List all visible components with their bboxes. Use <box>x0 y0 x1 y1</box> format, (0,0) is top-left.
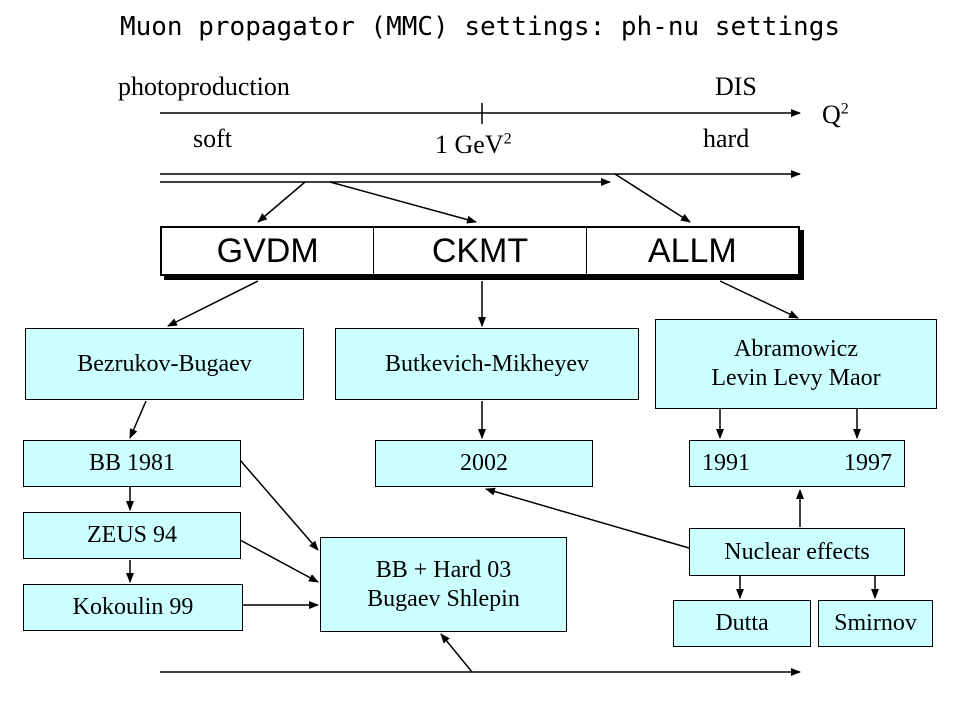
box-kokoulin99-label: Kokoulin 99 <box>72 594 194 621</box>
box-smirnov: Smirnov <box>818 600 933 647</box>
axis-label-threshold-sup: 2 <box>503 130 512 148</box>
box-years-allm: 1991 1997 <box>689 440 905 487</box>
arrow-to-allm <box>614 173 691 223</box>
box-bb1981: BB 1981 <box>23 440 241 487</box>
box-year-1997: 1997 <box>844 450 892 477</box>
box-bb-hard-03-line2: Bugaev Shlepin <box>367 585 520 612</box>
model-allm: ALLM <box>647 231 737 270</box>
box-2002: 2002 <box>375 440 593 487</box>
arrow-to-gvdm <box>257 181 306 223</box>
arrow-gvdm-bezrukov <box>167 280 259 327</box>
box-butkevich-mikheyev-label: Butkevich-Mikheyev <box>385 350 589 377</box>
arrow-allm-abramowicz <box>719 280 799 319</box>
box-bb-hard-03: BB + Hard 03 Bugaev Shlepin <box>320 537 567 632</box>
box-abramowicz-line1: Abramowicz <box>734 336 858 363</box>
box-nuclear-effects-label: Nuclear effects <box>724 538 870 565</box>
axis-label-threshold-text: 1 GeV <box>435 130 504 159</box>
box-bb1981-label: BB 1981 <box>88 450 175 477</box>
axis-variable-q2: Q2 <box>822 100 849 130</box>
box-kokoulin99: Kokoulin 99 <box>23 584 243 631</box>
axis-label-threshold: 1 GeV2 <box>435 130 512 160</box>
page-title: Muon propagator (MMC) settings: ph-nu se… <box>119 12 841 42</box>
model-gvdm: GVDM <box>162 228 375 274</box>
box-bezrukov-bugaev: Bezrukov-Bugaev <box>25 328 304 400</box>
model-ckmt: CKMT <box>374 228 587 274</box>
axis-label-soft: soft <box>193 124 232 153</box>
axis-label-dis: DIS <box>715 72 757 101</box>
arrow-bottom-bbhard <box>440 633 473 673</box>
box-bb-hard-03-line1: BB + Hard 03 <box>375 556 512 583</box>
box-abramowicz-line2: Levin Levy Maor <box>711 365 881 391</box>
box-nuclear-effects: Nuclear effects <box>689 528 905 576</box>
axis-label-hard: hard <box>703 124 750 153</box>
box-year-1991: 1991 <box>702 450 750 477</box>
arrow-to-ckmt <box>329 181 477 224</box>
box-2002-label: 2002 <box>460 450 508 477</box>
arrow-bezrukov-bb1981 <box>129 400 147 439</box>
box-dutta-label: Dutta <box>715 610 769 637</box>
axis-variable-text: Q <box>822 100 841 129</box>
arrow-zeus94-bbhard <box>239 539 319 583</box>
arrow-bb1981-bbhard <box>239 459 319 551</box>
model-table: GVDM CKMT ALLM <box>160 226 800 276</box>
box-dutta: Dutta <box>673 600 811 647</box>
box-abramowicz: Abramowicz Levin Levy Maor <box>655 319 937 409</box>
box-bezrukov-bugaev-label: Bezrukov-Bugaev <box>77 350 252 377</box>
axis-variable-sup: 2 <box>840 100 849 118</box>
arrow-nuclear-2002 <box>485 487 690 549</box>
box-zeus94-label: ZEUS 94 <box>87 522 177 549</box>
axis-label-photoproduction: photoproduction <box>118 72 290 101</box>
box-smirnov-label: Smirnov <box>834 610 917 637</box>
box-butkevich-mikheyev: Butkevich-Mikheyev <box>335 328 639 400</box>
box-zeus94: ZEUS 94 <box>23 512 241 559</box>
